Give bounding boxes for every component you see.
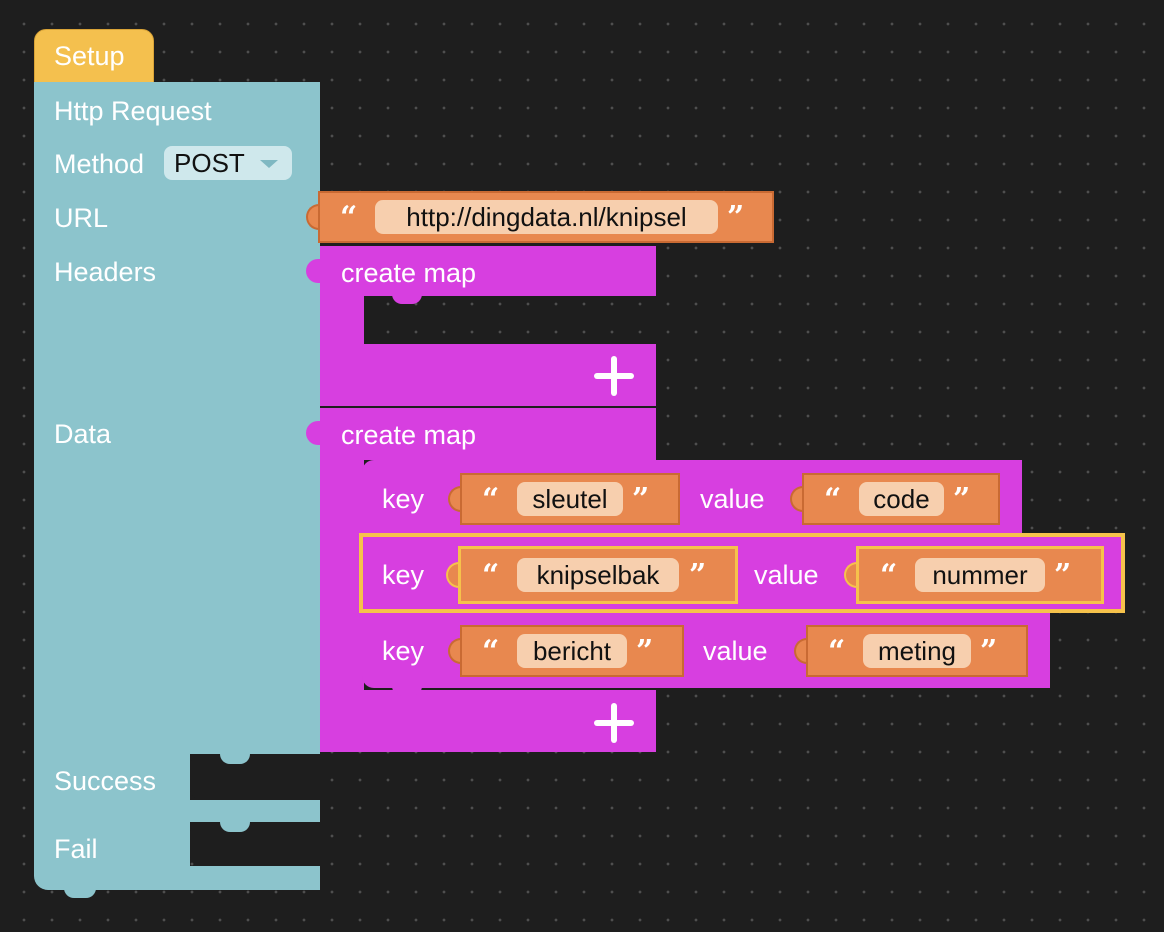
key-field[interactable]: sleutel: [517, 482, 623, 516]
success-label: Success: [54, 766, 157, 796]
open-quote-icon: “: [482, 558, 500, 593]
setup-hat-label: Setup: [54, 41, 125, 71]
close-quote-icon: ”: [632, 482, 650, 517]
key-field[interactable]: knipselbak: [517, 558, 679, 592]
close-quote-icon: ”: [980, 634, 998, 669]
url-field[interactable]: http://dingdata.nl/knipsel: [375, 200, 718, 234]
close-quote-icon: ”: [953, 482, 971, 517]
fail-label: Fail: [54, 834, 98, 864]
value-label: value: [754, 560, 819, 590]
method-value: POST: [174, 148, 245, 178]
headers-label: Headers: [54, 257, 157, 287]
key-field[interactable]: bericht: [517, 634, 627, 668]
headers-create-map-label: create map: [341, 258, 477, 288]
key-label: key: [382, 484, 425, 514]
open-quote-icon: “: [880, 558, 898, 593]
open-quote-icon: “: [482, 482, 500, 517]
key-label: key: [382, 636, 425, 666]
value-field[interactable]: nummer: [915, 558, 1045, 592]
chevron-down-icon: [260, 160, 278, 168]
value-label: value: [703, 636, 768, 666]
value-field[interactable]: code: [859, 482, 944, 516]
open-quote-icon: “: [340, 200, 358, 235]
method-dropdown[interactable]: POST: [164, 146, 292, 180]
data-label: Data: [54, 419, 112, 449]
plus-icon[interactable]: [594, 703, 634, 743]
data-create-map-label: create map: [341, 420, 477, 450]
method-label: Method: [54, 149, 145, 179]
key-label: key: [382, 560, 425, 590]
close-quote-icon: ”: [727, 200, 745, 235]
http-request-title: Http Request: [54, 96, 212, 126]
plus-icon[interactable]: [594, 356, 634, 396]
value-field[interactable]: meting: [863, 634, 971, 668]
url-label: URL: [54, 203, 109, 233]
setup-hat-block[interactable]: [34, 29, 154, 85]
value-label: value: [700, 484, 765, 514]
open-quote-icon: “: [828, 634, 846, 669]
close-quote-icon: ”: [689, 558, 707, 593]
open-quote-icon: “: [824, 482, 842, 517]
open-quote-icon: “: [482, 634, 500, 669]
close-quote-icon: ”: [636, 634, 654, 669]
close-quote-icon: ”: [1054, 558, 1072, 593]
